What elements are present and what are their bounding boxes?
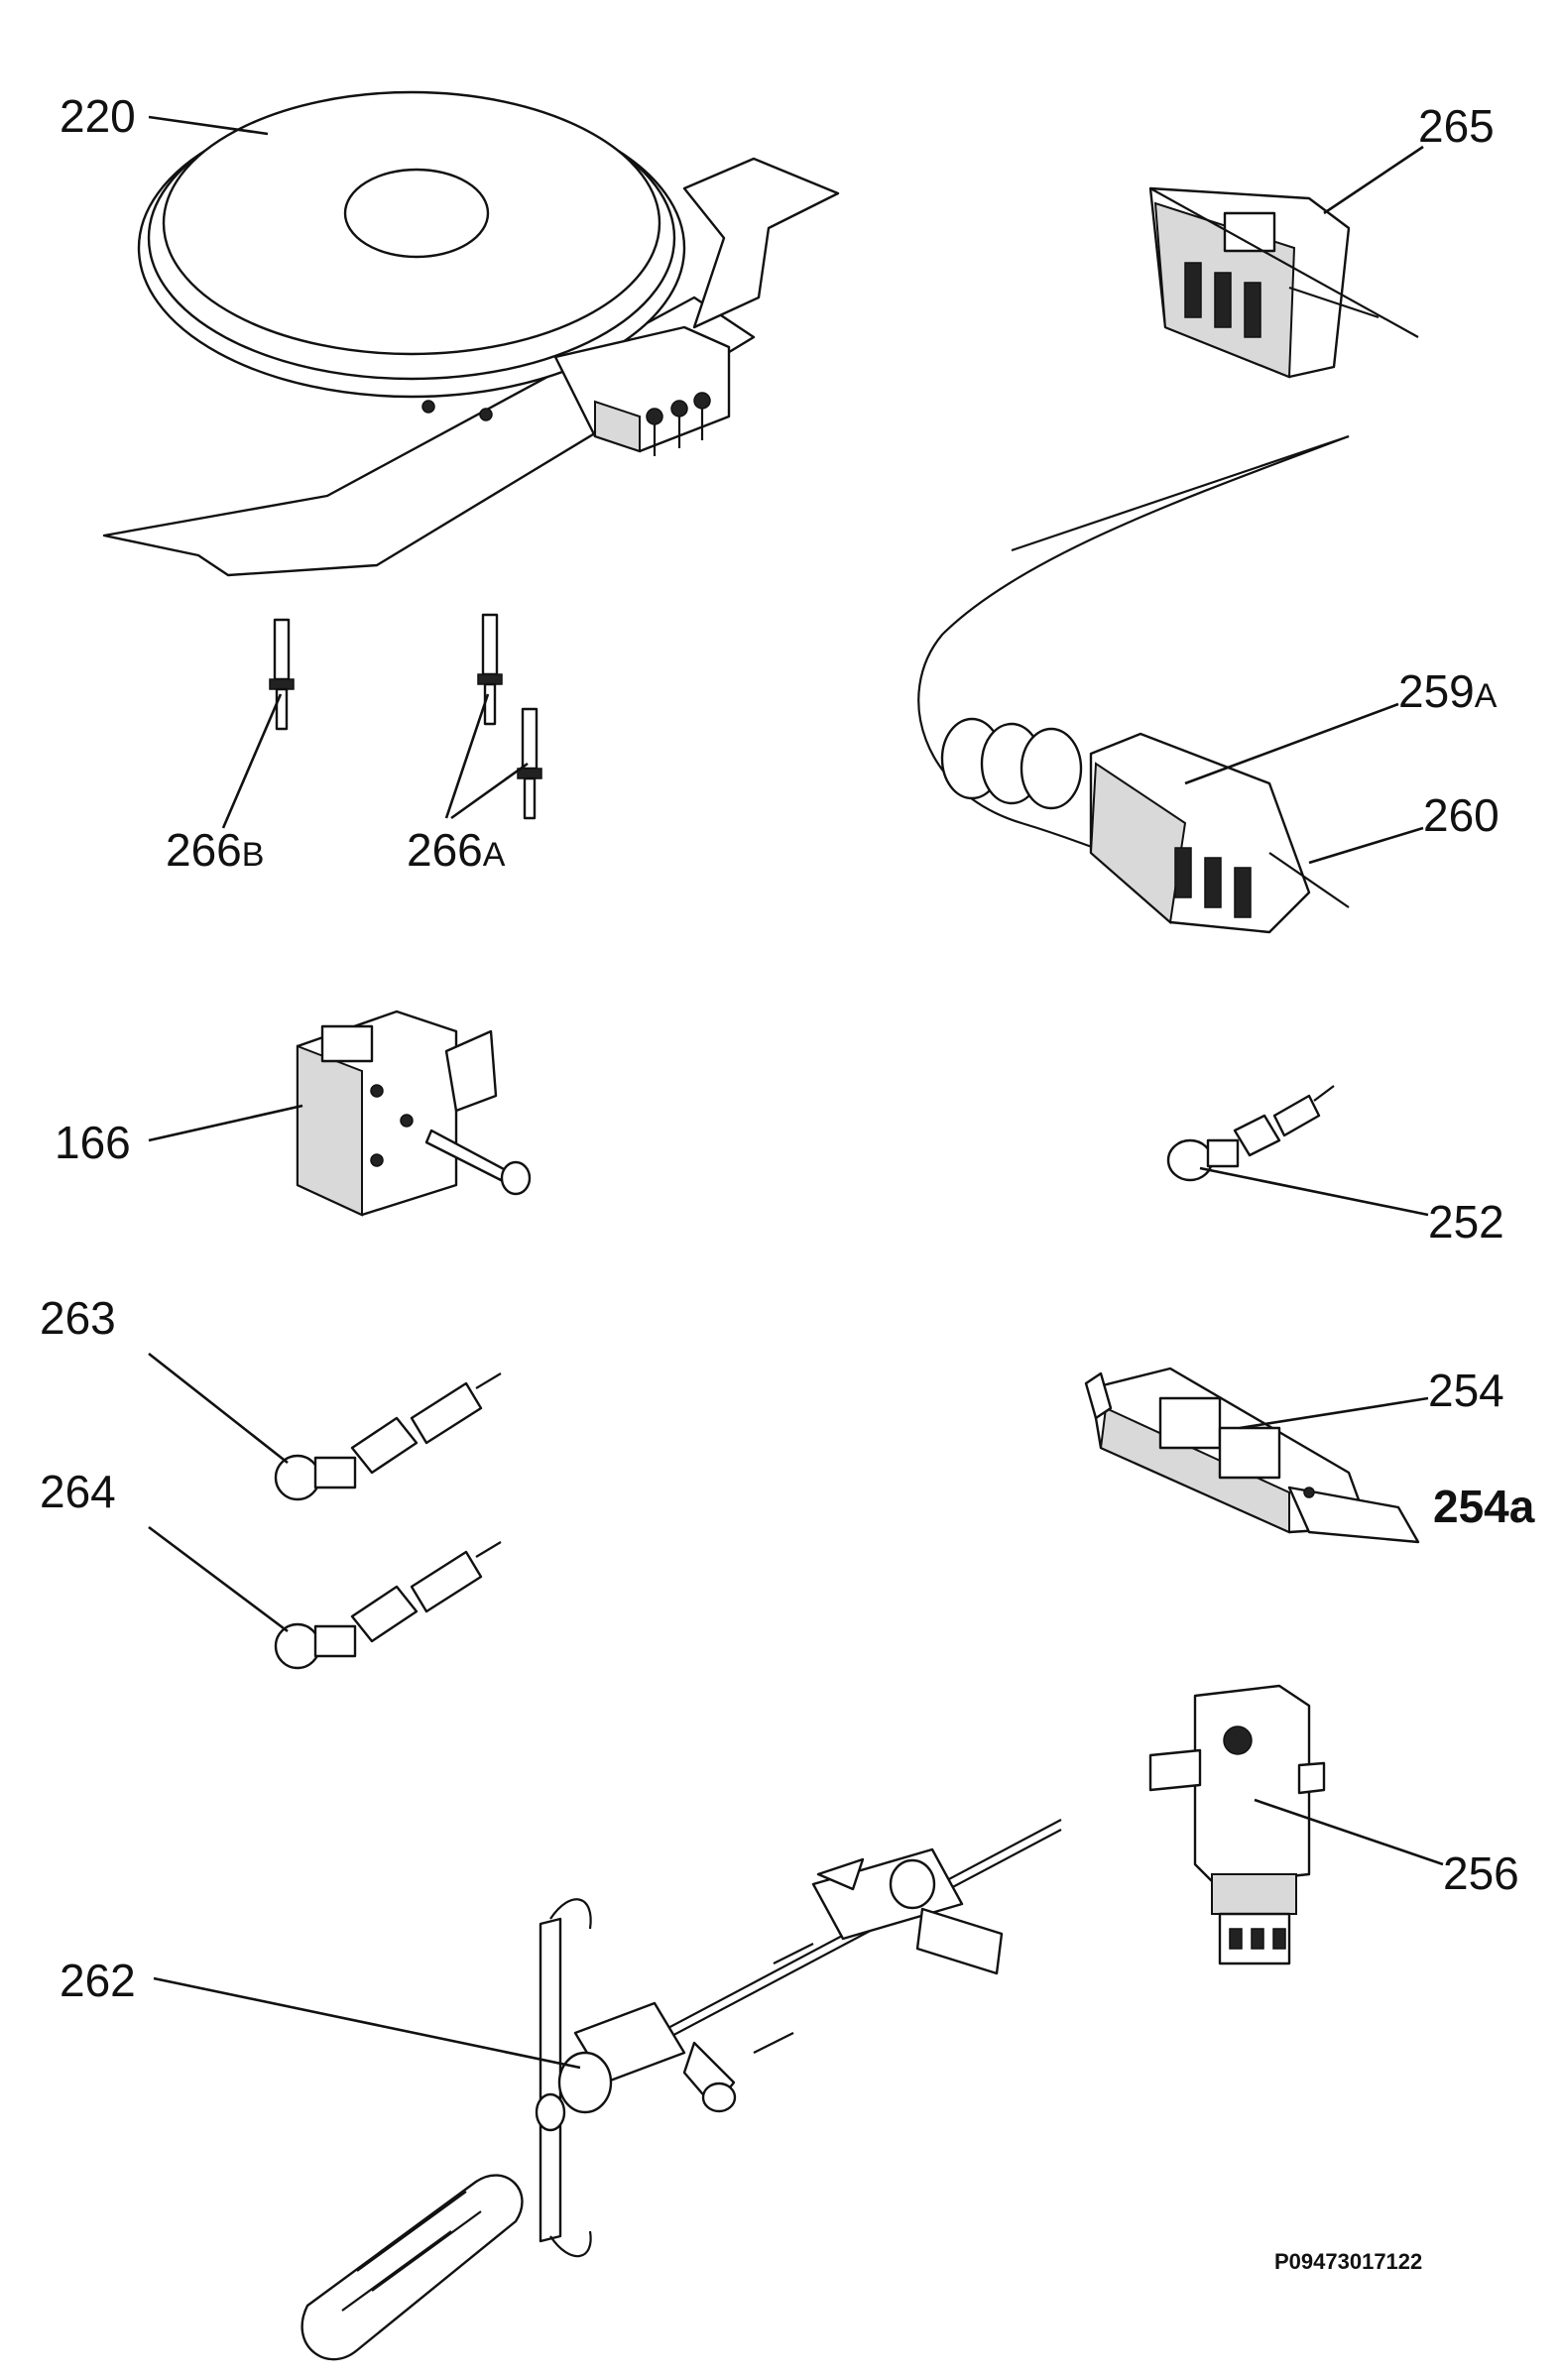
label-266b: 266B <box>166 824 264 876</box>
label-266a: 266A <box>407 824 506 876</box>
label-252: 252 <box>1428 1196 1504 1248</box>
part-166-terminal-block <box>296 1010 532 1217</box>
part-220-hotplate <box>102 90 840 577</box>
leader-266a-1 <box>444 693 490 819</box>
leader-266a-2 <box>450 762 529 820</box>
part-265-switch <box>1148 186 1419 379</box>
leader-264 <box>148 1525 289 1633</box>
part-264-lamp <box>274 1541 502 1670</box>
label-265: 265 <box>1418 100 1495 152</box>
leader-166 <box>148 1104 303 1142</box>
label-263: 263 <box>40 1292 116 1344</box>
label-262: 262 <box>60 1955 136 2006</box>
reference-code: P09473017122 <box>1274 2249 1422 2274</box>
leader-254 <box>1239 1396 1429 1430</box>
leader-252 <box>1199 1166 1429 1217</box>
part-263-lamp <box>274 1372 502 1501</box>
leader-259a <box>1184 702 1399 785</box>
label-259a: 259A <box>1398 665 1498 717</box>
leader-265 <box>1323 145 1424 215</box>
label-254: 254 <box>1428 1365 1504 1416</box>
part-266b-pin <box>269 618 295 731</box>
part-266a-pin-lower <box>517 707 542 820</box>
part-256-timer <box>1148 1684 1326 1965</box>
label-264: 264 <box>40 1466 116 1517</box>
leader-266b <box>221 693 283 829</box>
label-256: 256 <box>1443 1847 1519 1899</box>
part-252-lamp <box>1166 1085 1335 1182</box>
part-254-ignition-unit <box>1084 1367 1420 1544</box>
label-260: 260 <box>1423 789 1500 841</box>
leader-220 <box>148 115 269 136</box>
part-259a-260-thermostat-switch <box>917 434 1350 934</box>
label-166: 166 <box>55 1117 131 1168</box>
leader-260 <box>1308 826 1424 865</box>
part-262-rotisserie-spit <box>300 1819 1062 2361</box>
label-254a: 254a <box>1433 1481 1535 1532</box>
leader-263 <box>148 1352 289 1465</box>
leader-262 <box>153 1976 581 2070</box>
label-220: 220 <box>60 90 136 142</box>
leader-256 <box>1254 1798 1444 1866</box>
part-266a-pin-upper <box>477 613 503 726</box>
